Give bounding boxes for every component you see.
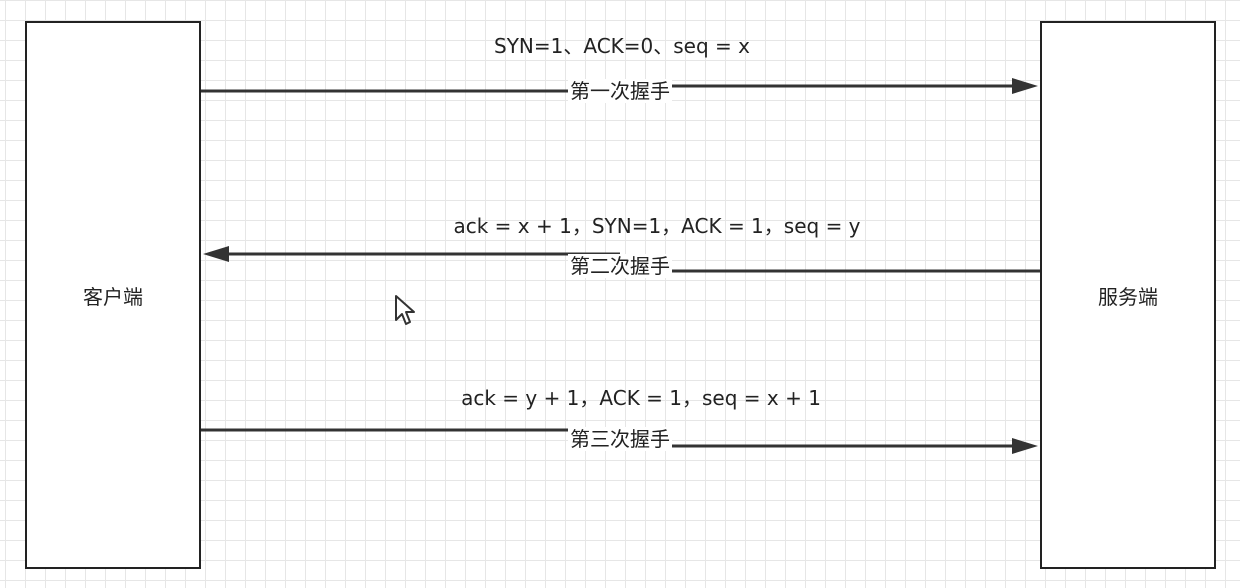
handshake-1-step-label: 第一次握手 — [568, 79, 672, 103]
client-box: 客户端 — [25, 21, 201, 569]
mouse-pointer-icon — [395, 295, 415, 325]
client-label: 客户端 — [83, 284, 143, 309]
handshake-2-arrow — [203, 246, 1040, 273]
handshake-1-arrow — [201, 78, 1038, 94]
handshake-2-message: ack = x + 1，SYN=1，ACK = 1，seq = y — [453, 214, 861, 238]
handshake-3-message: ack = y + 1，ACK = 1，seq = x + 1 — [461, 386, 821, 410]
handshake-3-arrow — [201, 428, 1038, 454]
server-label: 服务端 — [1098, 284, 1158, 309]
handshake-3-step-label: 第三次握手 — [568, 427, 672, 451]
server-box: 服务端 — [1040, 21, 1216, 569]
handshake-1-message: SYN=1、ACK=0、seq = x — [494, 34, 750, 58]
handshake-2-step-label: 第二次握手 — [568, 254, 672, 278]
